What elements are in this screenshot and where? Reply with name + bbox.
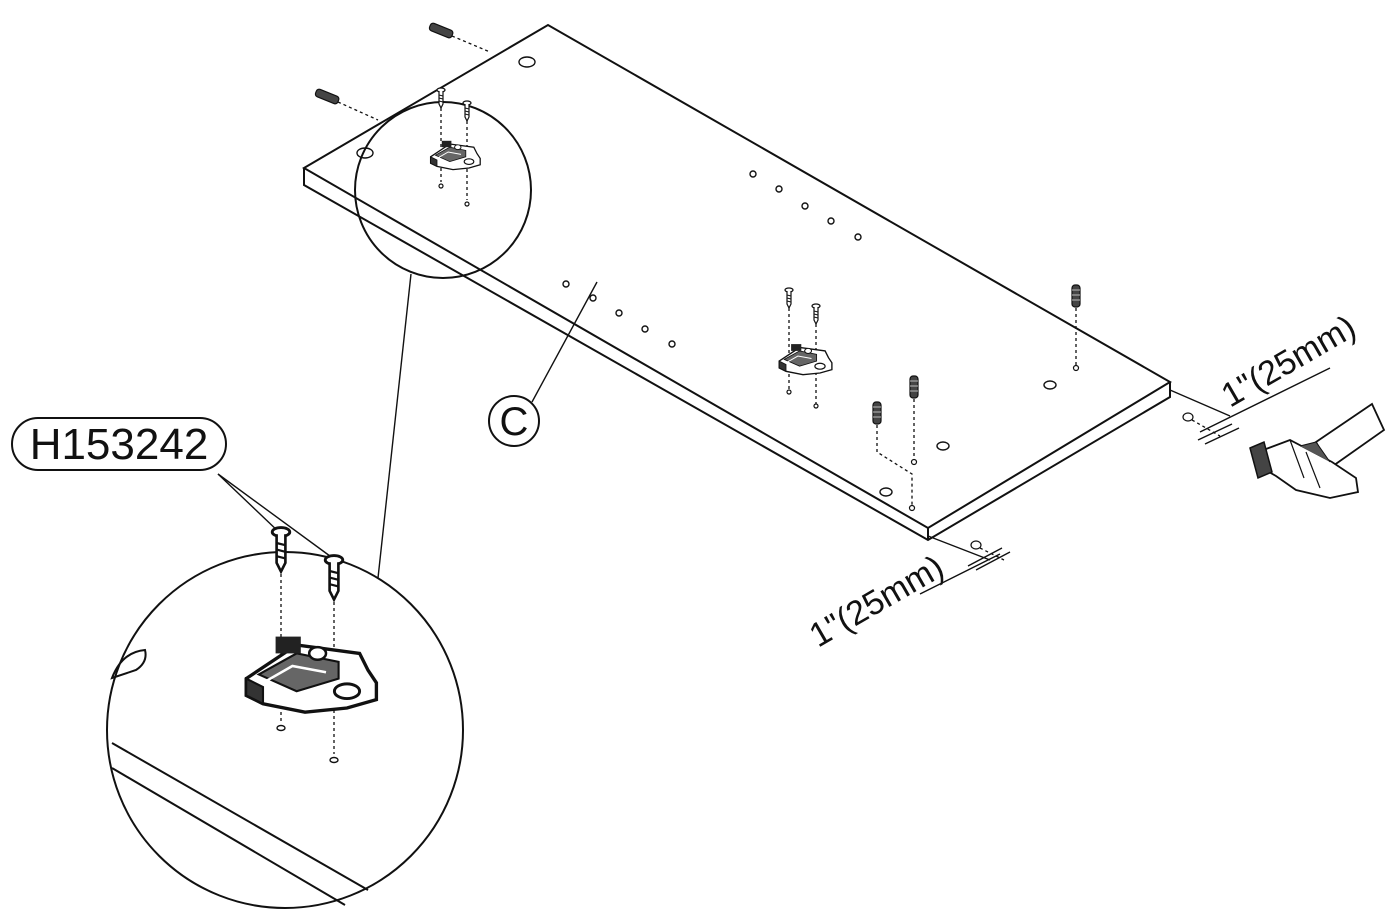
callout-circle-large [106,551,464,909]
side-pegs [313,21,491,121]
panel [302,23,1172,542]
dimension-marks-right [1169,367,1331,445]
hinge-detail [244,526,379,764]
callout-connectors [377,273,412,579]
dimension-label-right: 1"(25mm) [1215,308,1362,415]
hinge-small-top [429,87,481,207]
dimension-label-bottom-group: 1"(25mm) [803,548,950,655]
part-code-group: H153242 [11,417,335,560]
dimension-marks-bottom [919,535,1011,595]
dimension-label-bottom: 1"(25mm) [803,548,950,655]
hammer-icon [1249,402,1386,499]
vertical-dowels [872,284,1081,512]
hinge-center [778,287,833,409]
panel-holes [356,56,1057,497]
part-code-label: H153242 [30,420,209,469]
dimension-label-right-group: 1"(25mm) [1215,308,1362,415]
callout-circle-small [354,101,532,279]
panel-label-group: C [488,281,598,447]
panel-label: C [500,400,529,444]
